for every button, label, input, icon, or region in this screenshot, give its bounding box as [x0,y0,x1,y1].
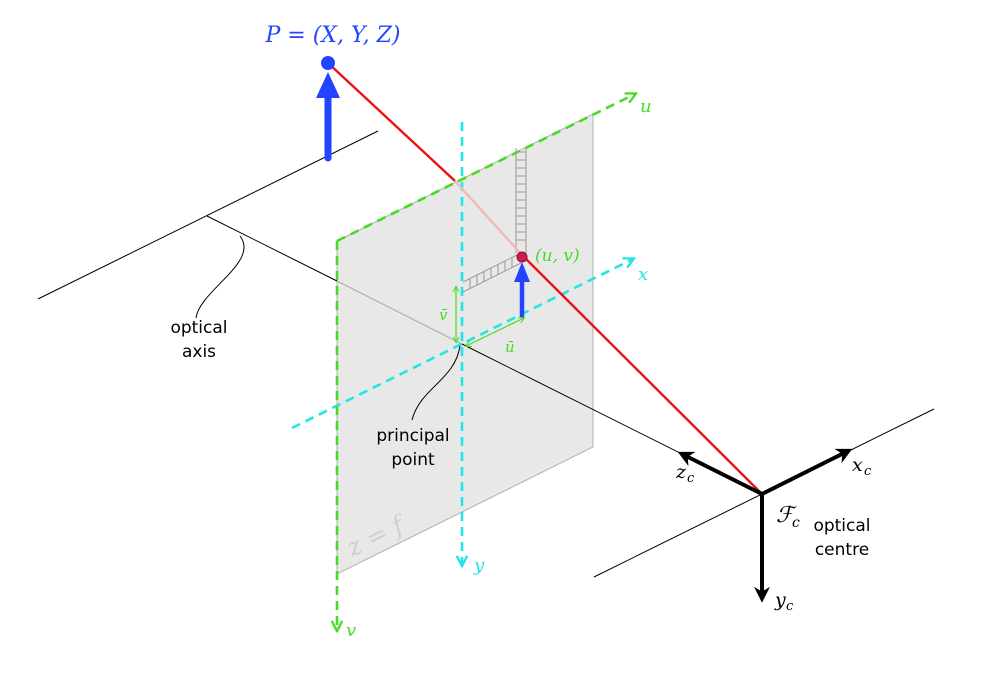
world-point-p [316,56,340,162]
u-bar-arrow [466,318,524,346]
uv-point-label: (u, v) [535,246,580,266]
optical-centre-label-line1: optical [813,516,870,536]
principal-point-leader [411,345,461,421]
optical-axis-inside [336,280,463,345]
zc-label: z c [675,461,695,486]
svg-text:z: z [675,461,687,483]
pixel-ladder-vertical [515,148,527,253]
optical-axis-leader [195,235,245,319]
u-bar-label: ū [505,338,515,356]
projection-ray-rear [521,254,763,495]
principal-point-label-line1: principal [376,426,449,446]
projection-ray-through-plane [454,180,523,256]
v-bar-label: v̄ [439,306,448,324]
svg-text:x: x [852,454,863,476]
v-axis-label: v [346,620,356,641]
u-axis-label: u [640,96,652,117]
camera-frame-label: ℱ c [776,503,800,531]
image-u-axis [336,94,635,243]
svg-text:c: c [687,471,695,486]
svg-text:c: c [792,515,800,531]
svg-text:ℱ: ℱ [776,503,797,528]
optical-axis-rear [206,215,338,282]
svg-text:c: c [786,599,794,614]
svg-text:y: y [774,589,786,611]
xc-label: x c [852,454,872,479]
pixel-ladder-horizontal [462,252,522,293]
image-point-uv [514,251,530,319]
x-axis-label: x [638,264,648,285]
optical-axis-label-line2: axis [182,342,216,362]
optical-centre-label-line2: centre [815,540,869,560]
y-axis-label: y [473,555,485,576]
projection-ray-front [327,62,456,182]
svg-text:c: c [864,464,872,479]
yc-label: y c [774,589,794,614]
point-p-label: P = (X, Y, Z) [265,23,401,48]
upper-reference-line [37,130,379,300]
optical-axis-label-line1: optical [170,318,227,338]
camera-frame-axes [677,448,853,603]
camera-x-axis [291,259,633,430]
principal-point-label-line2: point [391,450,435,470]
image-plane [336,113,594,575]
